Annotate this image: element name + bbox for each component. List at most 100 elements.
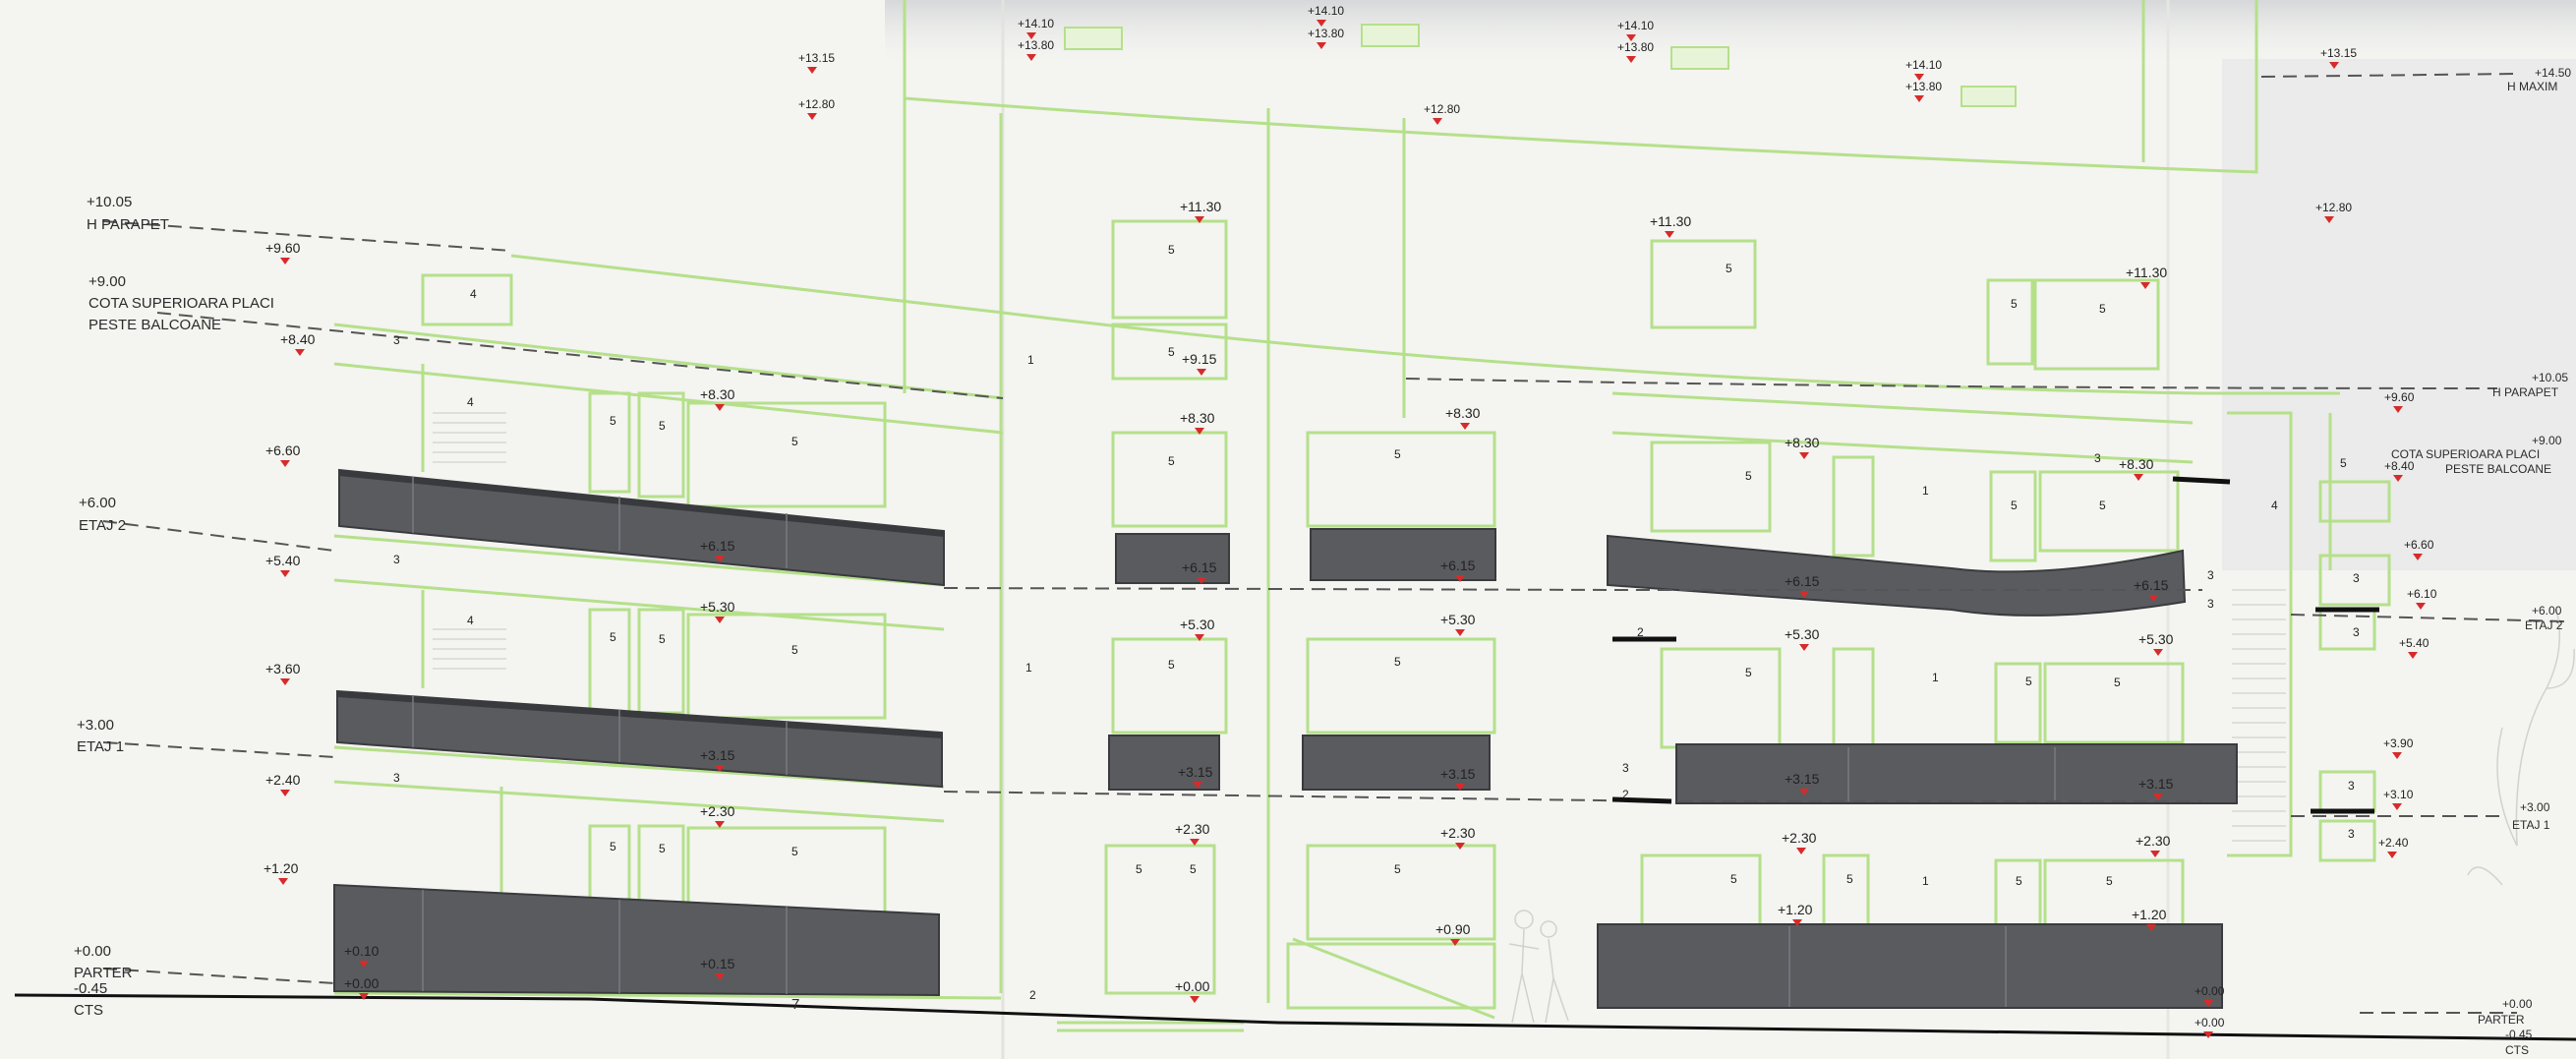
elevation-mark-arrow xyxy=(1197,577,1206,584)
elevation-mark: +1.20 xyxy=(2132,907,2167,922)
elevation-mark-arrow xyxy=(2413,554,2423,560)
level-value: +0.00 xyxy=(74,943,111,960)
room-tag: 5 xyxy=(2114,676,2121,689)
room-tag: 3 xyxy=(2207,568,2214,582)
room-tag: 5 xyxy=(791,845,798,858)
room-tag: 5 xyxy=(791,643,798,657)
room-tag: 5 xyxy=(659,419,666,433)
level-label: ETAJ 1 xyxy=(77,738,124,755)
elevation-mark: +8.30 xyxy=(1180,410,1215,426)
room-tag: 5 xyxy=(610,840,616,853)
elevation-mark: +13.80 xyxy=(1617,40,1654,54)
level-lines xyxy=(102,73,2567,1014)
level-label: H PARAPET xyxy=(2492,385,2559,399)
room-tag: 5 xyxy=(610,414,616,428)
room-tag: 3 xyxy=(393,333,400,347)
elevation-mark: +11.30 xyxy=(1180,199,1221,214)
elevation-mark: +3.15 xyxy=(1440,766,1476,782)
elevation-mark: +8.40 xyxy=(2384,459,2415,473)
elevation-mark-arrow xyxy=(1914,95,1924,102)
level-value: +3.00 xyxy=(2520,800,2550,814)
elevation-mark-arrow xyxy=(1195,428,1204,435)
elevation-mark-arrow xyxy=(1455,843,1465,850)
room-tag: 5 xyxy=(2340,456,2347,470)
level-value: +9.00 xyxy=(88,273,126,290)
elevation-mark-arrow xyxy=(2393,406,2403,413)
elevation-mark: +5.40 xyxy=(2399,636,2430,650)
level-label: COTA SUPERIOARA PLACI xyxy=(88,295,274,312)
room-tag: 1 xyxy=(1025,661,1032,675)
elevation-mark: +5.30 xyxy=(700,599,735,615)
room-tag: 5 xyxy=(1394,862,1401,876)
elevation-mark: +14.10 xyxy=(1018,17,1054,30)
elevation-mark-arrow xyxy=(1193,782,1202,789)
room-tag: 1 xyxy=(1027,353,1034,367)
room-tag: 5 xyxy=(1730,872,1737,886)
elevation-mark: +2.30 xyxy=(1782,830,1817,846)
room-tag: 3 xyxy=(2348,779,2355,793)
room-tag: 3 xyxy=(393,771,400,785)
tree-sketch xyxy=(2467,609,2575,886)
room-tag: 5 xyxy=(659,842,666,855)
room-tag: 3 xyxy=(2207,597,2214,611)
elevation-mark-arrow xyxy=(1190,839,1200,846)
balcony-panel-centerright-etaj2 xyxy=(1310,528,1496,581)
elevation-mark: +5.40 xyxy=(265,553,301,568)
room-tag: 5 xyxy=(1190,862,1197,876)
level-label: CTS xyxy=(2505,1043,2529,1057)
balcony-panel-right-etaj1 xyxy=(1675,743,2238,804)
level-label: ETAJ 1 xyxy=(2512,818,2550,832)
elevation-mark-arrow xyxy=(715,973,725,980)
level-value: +9.00 xyxy=(2532,434,2562,447)
elevation-mark: +14.10 xyxy=(1905,58,1942,72)
elevation-mark: +13.80 xyxy=(1018,38,1054,52)
elevation-mark: +6.15 xyxy=(700,538,735,554)
elevation-mark-arrow xyxy=(1450,939,1460,946)
shadow-right xyxy=(2222,59,2576,570)
elevation-mark: +6.15 xyxy=(1182,559,1217,575)
elevation-mark: +0.15 xyxy=(700,956,735,971)
elevation-mark-arrow xyxy=(2387,852,2397,858)
elevation-marks: +9.60+8.40+6.60+5.40+3.60+2.40+1.20+0.10… xyxy=(263,4,2437,1038)
elevation-mark: +2.30 xyxy=(700,803,735,819)
level-value: +10.05 xyxy=(2532,371,2568,384)
level-value: +6.00 xyxy=(79,495,116,511)
elevation-mark: +3.15 xyxy=(1178,764,1213,780)
elevation-mark: +14.10 xyxy=(1308,4,1344,18)
elevation-mark-arrow xyxy=(715,404,725,411)
elevation-mark: +8.30 xyxy=(2119,456,2154,472)
elevation-mark: +2.30 xyxy=(2136,833,2171,849)
elevation-mark: +8.30 xyxy=(1785,435,1820,450)
balcony-panel-left-etaj2 xyxy=(338,468,945,587)
elevation-mark-arrow xyxy=(2392,803,2402,810)
level-label: H PARAPET xyxy=(87,216,169,233)
room-tag: 5 xyxy=(1394,655,1401,669)
elevation-mark: +6.10 xyxy=(2407,587,2437,601)
elevation-mark: +0.00 xyxy=(1175,978,1210,994)
room-tag: 5 xyxy=(791,435,798,448)
elevation-mark-arrow xyxy=(280,570,290,577)
elevation-mark: +6.60 xyxy=(2404,538,2434,552)
room-tag: 5 xyxy=(1745,469,1752,483)
elevation-mark: +2.40 xyxy=(2378,836,2409,850)
elevation-mark-arrow xyxy=(2134,474,2143,481)
level-value: +0.00 xyxy=(2502,997,2533,1011)
elevation-mark: +0.00 xyxy=(344,975,380,991)
elevation-mark-arrow xyxy=(1195,216,1204,223)
elevation-mark: +13.80 xyxy=(1905,80,1942,93)
elevation-mark: +8.40 xyxy=(280,331,316,347)
room-tag: 5 xyxy=(2099,499,2106,512)
elevation-mark-arrow xyxy=(1914,74,1924,81)
elevation-mark: +12.80 xyxy=(1424,102,1460,116)
elevation-mark-arrow xyxy=(359,961,369,968)
left-level-labels: +10.05 H PARAPET +9.00 COTA SUPERIOARA P… xyxy=(74,194,274,1019)
elevation-mark-arrow xyxy=(807,113,817,120)
room-tag: 4 xyxy=(2271,499,2278,512)
elevation-mark: +3.90 xyxy=(2383,736,2414,750)
elevation-mark-arrow xyxy=(1792,919,1802,926)
elevation-mark: +12.80 xyxy=(798,97,835,111)
room-tag: 1 xyxy=(1932,671,1939,684)
elevation-mark-arrow xyxy=(715,765,725,772)
room-tag: 3 xyxy=(2094,451,2101,465)
roof-window xyxy=(1064,24,2017,107)
